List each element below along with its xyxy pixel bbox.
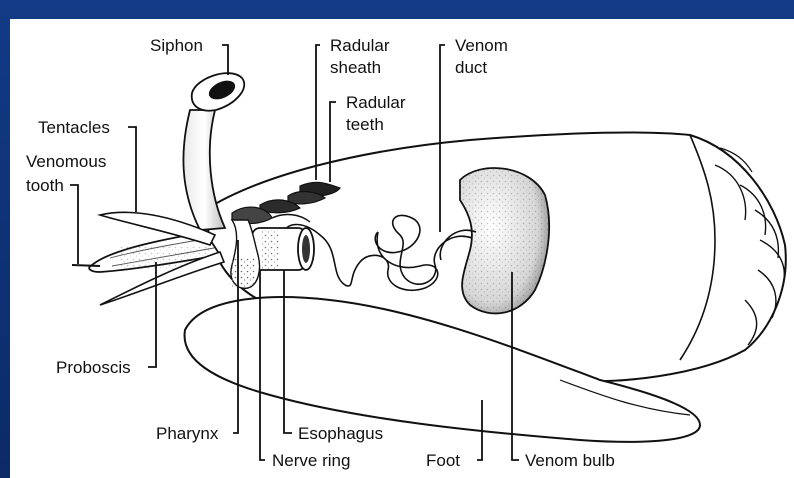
label-radular-sheath-line1: Radular <box>330 36 390 55</box>
label-tentacles: Tentacles <box>38 118 110 137</box>
label-radular-teeth-line2: teeth <box>346 115 384 134</box>
label-venomous-tooth-line1: Venomous <box>26 152 106 171</box>
label-venom-bulb: Venom bulb <box>525 451 615 470</box>
venomous-tooth <box>72 265 100 266</box>
label-radular-sheath-line2: sheath <box>330 58 381 77</box>
label-venom-duct-line1: Venom <box>455 36 508 55</box>
label-venomous-tooth-line2: tooth <box>26 176 64 195</box>
label-proboscis: Proboscis <box>56 358 131 377</box>
label-venom-duct-line2: duct <box>455 58 487 77</box>
label-foot: Foot <box>426 451 460 470</box>
esophagus-tube <box>252 228 314 270</box>
label-radular-teeth-line1: Radular <box>346 93 406 112</box>
label-pharynx: Pharynx <box>156 424 219 443</box>
label-siphon: Siphon <box>150 36 203 55</box>
label-esophagus: Esophagus <box>298 424 383 443</box>
label-nerve-ring: Nerve ring <box>272 451 350 470</box>
